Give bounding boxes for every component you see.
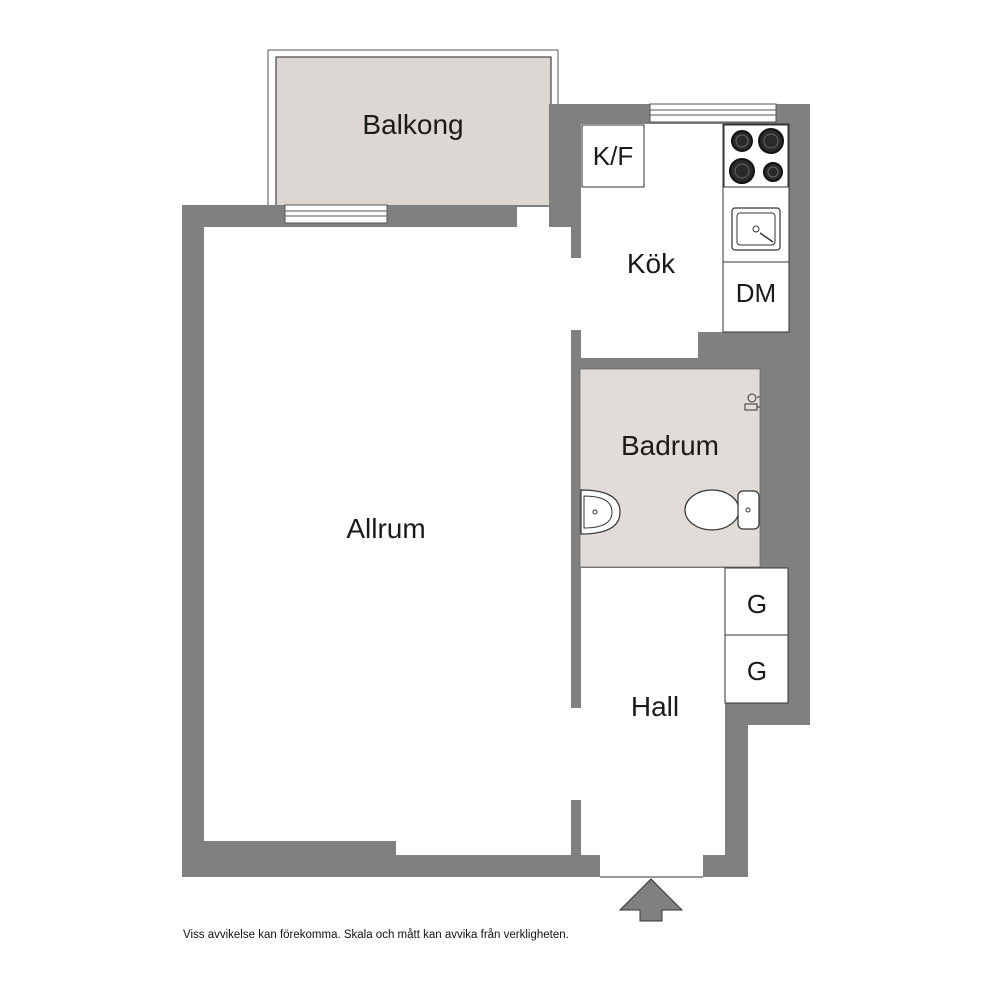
wardrobe: G G	[724, 567, 789, 704]
room-label-living: Allrum	[346, 513, 425, 544]
entrance-arrow-icon	[618, 878, 684, 922]
fridge-freezer-label: K/F	[593, 141, 633, 171]
dishwasher-label: DM	[736, 278, 776, 308]
wardrobe-label-2: G	[747, 656, 767, 686]
balcony-floor	[275, 56, 552, 208]
room-label-hall: Hall	[631, 691, 679, 722]
toilet-icon	[684, 489, 760, 531]
washbasin-icon	[580, 489, 621, 535]
disclaimer-text: Viss avvikelse kan förekomma. Skala och …	[183, 929, 569, 941]
stove-icon	[723, 124, 789, 188]
kitchen-counter: DM	[722, 123, 790, 333]
fridge-freezer: K/F	[581, 124, 645, 188]
room-label-kitchen: Kök	[627, 248, 676, 279]
shower-icon	[744, 393, 760, 411]
wardrobe-label-1: G	[747, 589, 767, 619]
sink-icon	[731, 207, 781, 251]
room-label-balcony: Balkong	[362, 109, 463, 140]
living-room-floor	[204, 207, 581, 855]
room-label-bathroom: Badrum	[621, 430, 719, 461]
bathroom-floor	[580, 369, 760, 567]
window-living	[284, 204, 388, 224]
window-kitchen	[649, 103, 777, 123]
balcony	[267, 49, 559, 209]
